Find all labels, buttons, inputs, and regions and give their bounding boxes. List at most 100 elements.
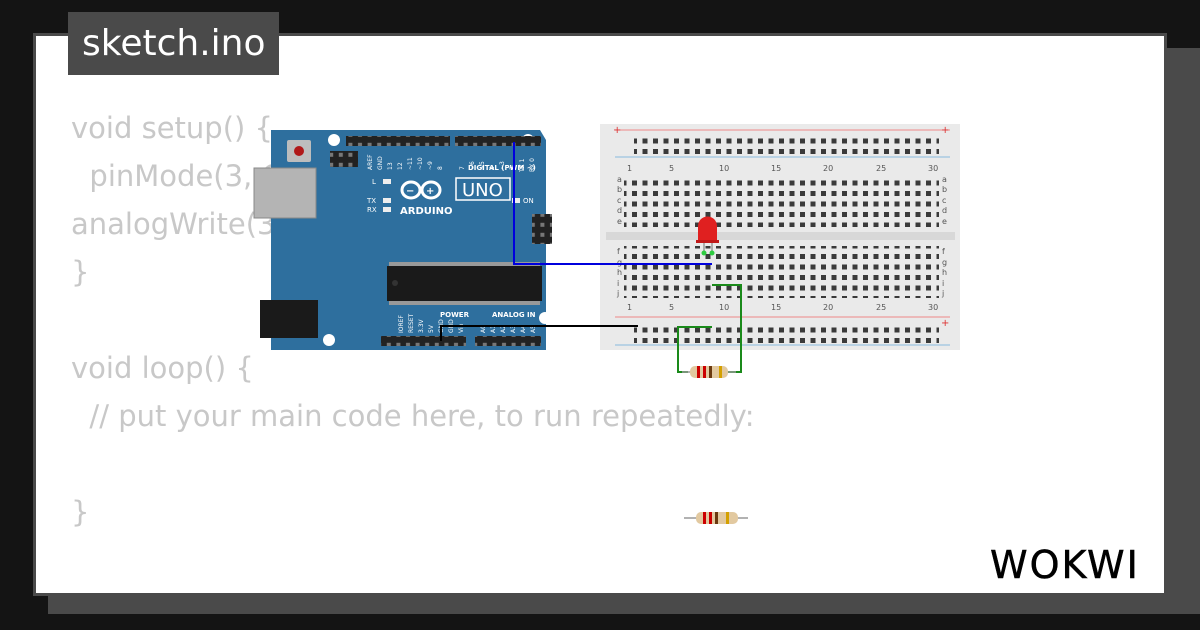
svg-text:4: 4 — [489, 166, 496, 170]
svg-text:c: c — [617, 196, 621, 205]
code-line: void loop() { — [71, 351, 254, 385]
status-led-labels: L TX RX — [366, 178, 377, 214]
wokwi-logo: WOKWI — [990, 543, 1140, 588]
mounting-hole — [328, 134, 340, 146]
power-jack — [260, 300, 318, 338]
svg-text:e: e — [617, 217, 622, 226]
svg-text:+: + — [941, 318, 949, 329]
code-line: } — [71, 255, 90, 289]
svg-text:25: 25 — [876, 164, 886, 173]
svg-text:20: 20 — [823, 164, 833, 173]
svg-text:5V: 5V — [428, 324, 435, 333]
svg-text:b: b — [942, 185, 947, 194]
arduino-brand: ARDUINO — [400, 206, 452, 217]
svg-text:e: e — [942, 217, 947, 226]
svg-text:GND: GND — [377, 156, 384, 170]
svg-text:d: d — [617, 206, 622, 215]
top-pin-labels: AREF GND 13 12 ~11 ~10 ~9 8 7 ~6 ~5 4 ~3… — [367, 154, 536, 173]
svg-text:~3: ~3 — [499, 161, 506, 170]
svg-text:i: i — [617, 279, 619, 288]
terminal-strip-bottom — [624, 246, 939, 298]
code-line: } — [71, 495, 90, 529]
svg-text:~11: ~11 — [407, 157, 414, 170]
code-line: // put your main code here, to run repea… — [71, 399, 755, 433]
svg-text:+: + — [613, 125, 621, 136]
wire-pin3-to-led[interactable] — [513, 142, 712, 265]
row-letters: a b c d e f g h i j a b c d e f g h i j — [616, 175, 947, 298]
analog-header-label: ANALOG IN — [492, 311, 536, 319]
svg-text:~10: ~10 — [417, 157, 424, 170]
svg-text:L: L — [372, 178, 376, 186]
svg-text:~9: ~9 — [427, 161, 434, 170]
svg-text:25: 25 — [876, 303, 886, 312]
svg-text:c: c — [942, 196, 946, 205]
svg-text:f: f — [942, 247, 945, 256]
svg-text:b: b — [617, 185, 622, 194]
svg-text:RESET: RESET — [408, 313, 415, 333]
svg-text:Vin: Vin — [458, 323, 465, 333]
usb-port — [253, 167, 317, 219]
on-label: ON — [523, 197, 534, 205]
terminal-strip-top — [624, 175, 939, 227]
svg-text:a: a — [942, 175, 947, 184]
uno-badge — [455, 177, 511, 201]
svg-text:5: 5 — [669, 303, 674, 312]
svg-text:+: + — [426, 186, 434, 197]
svg-text:−: − — [406, 186, 414, 197]
sketch-title-tab[interactable]: sketch.ino — [68, 12, 280, 75]
svg-text:~5: ~5 — [479, 161, 486, 170]
resistor-220-ohm[interactable] — [682, 366, 736, 378]
svg-text:TX: TX — [366, 197, 376, 205]
svg-text:A2: A2 — [500, 325, 507, 333]
svg-text:AREF: AREF — [367, 154, 374, 170]
power-header-label: POWER — [440, 311, 470, 319]
svg-text:f: f — [617, 247, 620, 256]
header-power — [381, 336, 466, 346]
svg-text:7: 7 — [459, 166, 466, 170]
svg-text:A4: A4 — [520, 325, 527, 333]
reset-button-cap — [294, 146, 304, 156]
header-top-left — [346, 136, 450, 146]
svg-text:10: 10 — [719, 164, 729, 173]
svg-text:8: 8 — [437, 166, 444, 170]
svg-text:h: h — [942, 268, 947, 277]
header-analog — [475, 336, 541, 346]
code-line: void setup() { — [71, 111, 273, 145]
svg-text:d: d — [942, 206, 947, 215]
svg-text:~6: ~6 — [469, 161, 476, 170]
svg-text:20: 20 — [823, 303, 833, 312]
svg-text:h: h — [617, 268, 622, 277]
rx-led — [383, 207, 391, 212]
svg-text:j: j — [941, 289, 944, 298]
arduino-uno-board[interactable]: AREF GND 13 12 ~11 ~10 ~9 8 7 ~6 ~5 4 ~3… — [253, 130, 552, 350]
svg-text:15: 15 — [771, 164, 781, 173]
mounting-hole — [323, 334, 335, 346]
svg-text:a: a — [617, 175, 622, 184]
digital-header-label: DIGITAL (PWM ~) — [468, 164, 536, 172]
svg-text:TX 1: TX 1 — [519, 158, 526, 173]
svg-text:A3: A3 — [510, 325, 517, 333]
board-name: UNO — [462, 180, 503, 201]
red-led[interactable] — [696, 216, 719, 256]
mounting-hole — [539, 312, 551, 324]
on-led — [512, 198, 520, 203]
svg-text:+: + — [941, 125, 949, 136]
svg-text:1: 1 — [627, 164, 632, 173]
svg-text:g: g — [617, 258, 622, 267]
breadboard[interactable]: + + + 1 5 10 15 20 25 30 1 5 10 15 20 25… — [600, 124, 960, 350]
svg-text:A0: A0 — [480, 325, 487, 333]
svg-text:1: 1 — [627, 303, 632, 312]
svg-text:5: 5 — [669, 164, 674, 173]
svg-text:2: 2 — [509, 166, 516, 170]
wire-gnd-to-rail[interactable] — [440, 325, 638, 341]
sketch-title: sketch.ino — [82, 23, 266, 64]
atmega-chip — [387, 266, 542, 301]
svg-text:g: g — [942, 258, 947, 267]
loose-resistor[interactable] — [684, 512, 748, 524]
svg-text:j: j — [616, 289, 619, 298]
wokwi-brand: WOKWI — [990, 543, 1140, 587]
svg-text:10: 10 — [719, 303, 729, 312]
svg-text:IOREF: IOREF — [398, 315, 405, 333]
svg-text:RX: RX — [367, 206, 377, 214]
icsp-header — [532, 214, 552, 244]
